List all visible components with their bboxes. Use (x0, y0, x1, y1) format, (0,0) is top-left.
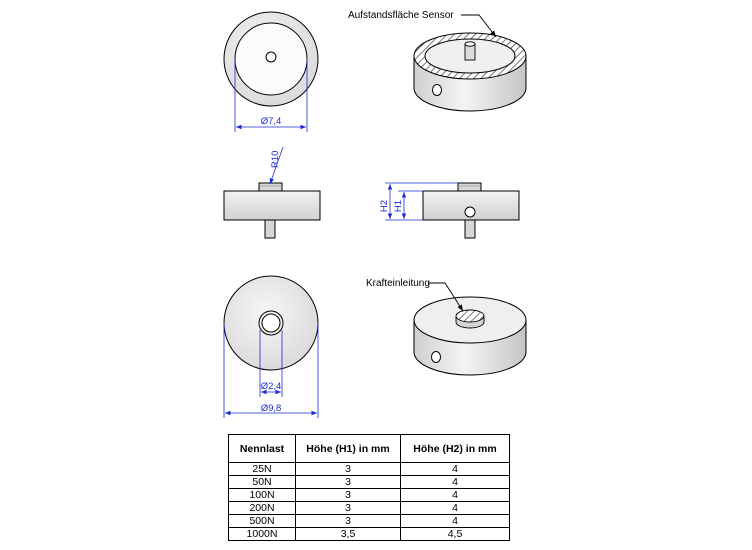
cell-h1: 3 (295, 475, 401, 489)
cell-nennlast: 200N (228, 501, 296, 515)
table-row: 50N 3 4 (228, 475, 510, 489)
header-hoehe-h2: Höhe (H2) in mm (400, 434, 510, 463)
cell-h1: 3 (295, 462, 401, 476)
table-header-row: Nennlast Höhe (H1) in mm Höhe (H2) in mm (228, 434, 510, 463)
cell-h2: 4 (400, 462, 510, 476)
cell-nennlast: 50N (228, 475, 296, 489)
cell-h2: 4,5 (400, 527, 510, 541)
cell-nennlast: 1000N (228, 527, 296, 541)
table-row: 200N 3 4 (228, 501, 510, 515)
right-side-view: H2 H1 (379, 182, 520, 239)
left-side-view: R10 (223, 146, 321, 239)
table-row: 25N 3 4 (228, 462, 510, 476)
dim-outer-diameter: Ø9,8 (261, 403, 282, 414)
bottom-plan-view: Ø2,4 Ø9,8 (223, 275, 319, 418)
force-intro-callout: Krafteinleitung (366, 278, 430, 289)
top-isometric-view: Aufstandsfläche Sensor (348, 10, 527, 112)
cell-nennlast: 100N (228, 488, 296, 502)
cell-h2: 4 (400, 514, 510, 528)
header-nennlast: Nennlast (228, 434, 296, 463)
load-height-table: Nennlast Höhe (H1) in mm Höhe (H2) in mm… (228, 434, 510, 541)
cell-h2: 4 (400, 488, 510, 502)
top-plan-view: Ø7,4 (223, 11, 319, 132)
dim-radius: R10 (270, 151, 281, 168)
table-row: 100N 3 4 (228, 488, 510, 502)
dim-height-h1: H1 (393, 200, 404, 212)
cell-nennlast: 25N (228, 462, 296, 476)
dim-pin-diameter: Ø2,4 (261, 381, 282, 392)
cell-h2: 4 (400, 475, 510, 489)
cell-h1: 3 (295, 501, 401, 515)
sensor-surface-callout: Aufstandsfläche Sensor (348, 10, 454, 21)
dim-height-h2: H2 (379, 200, 390, 212)
cell-h2: 4 (400, 501, 510, 515)
bottom-isometric-view: Krafteinleitung (366, 278, 527, 376)
table-row: 1000N 3,5 4,5 (228, 527, 510, 541)
dim-sensor-surface-diameter: Ø7,4 (261, 116, 282, 127)
cell-nennlast: 500N (228, 514, 296, 528)
cell-h1: 3 (295, 488, 401, 502)
cell-h1: 3 (295, 514, 401, 528)
header-hoehe-h1: Höhe (H1) in mm (295, 434, 401, 463)
table-row: 500N 3 4 (228, 514, 510, 528)
cell-h1: 3,5 (295, 527, 401, 541)
